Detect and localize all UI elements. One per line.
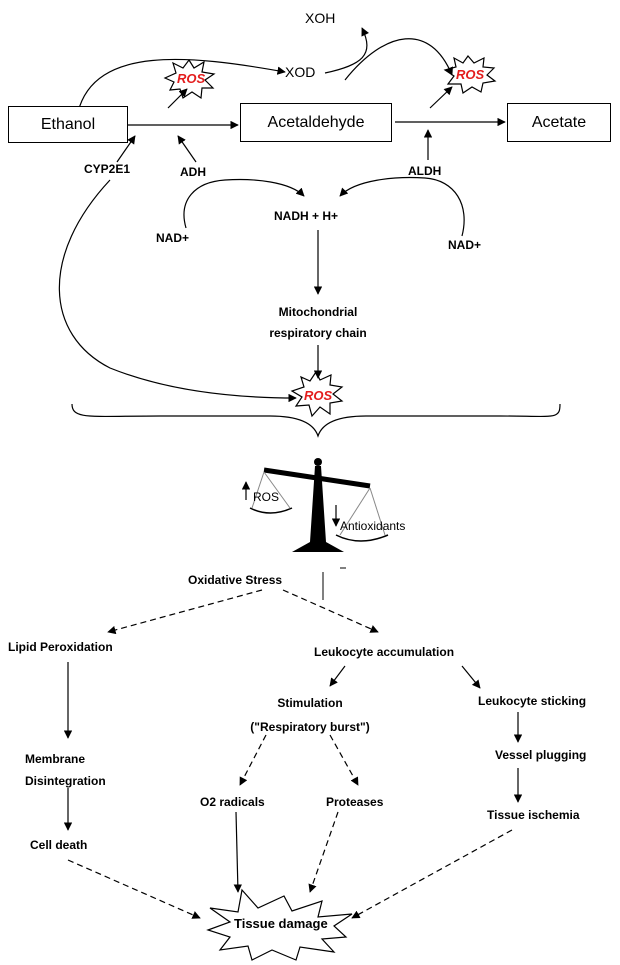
acetate-box: Acetate — [507, 103, 611, 142]
nad-right-label: NAD+ — [448, 238, 482, 252]
arrow-xod-to-xoh — [324, 27, 370, 74]
cyp2e1-label: CYP2E1 — [84, 162, 131, 176]
cell-death-label: Cell death — [30, 838, 88, 852]
ethanol-box: Ethanol — [8, 106, 128, 143]
arrow-stress-to-leukocyte — [282, 589, 379, 633]
tissue-damage-starburst — [206, 888, 353, 961]
stimulation-line2: ("Respiratory burst") — [250, 720, 370, 734]
stimulation-line1: Stimulation — [277, 696, 343, 710]
mito-label: Mitochondrial respiratory chain — [248, 302, 388, 344]
tissue-damage-label: Tissue damage — [234, 916, 328, 931]
arrow-to-ros-left — [167, 88, 188, 109]
acetaldehyde-box: Acetaldehyde — [240, 103, 392, 142]
adh-label: ADH — [180, 165, 206, 179]
arrow-stress-to-lipid — [107, 589, 263, 635]
leukocyte-sticking-label: Leukocyte sticking — [478, 694, 587, 708]
ros-starburst-center — [290, 370, 344, 418]
arrow-cyp2e1-to-ros — [58, 179, 297, 403]
membrane-line1: Membrane — [25, 752, 86, 766]
arrow-stimulation-to-o2 — [239, 734, 267, 786]
arrow-leukocyte-to-sticking — [461, 665, 481, 689]
nadh-label: NADH + H+ — [274, 209, 339, 223]
ros-starburst-left — [163, 58, 216, 100]
arrow-nad-left-to-nadh — [183, 178, 305, 229]
ethanol-label: Ethanol — [40, 115, 96, 133]
membrane-disintegration-label: Membrane Disintegration — [25, 748, 106, 792]
ros-starburst-right — [443, 55, 497, 94]
arrow-nad-right-to-nadh — [339, 176, 465, 237]
arrow-leukocyte-to-stimulation — [329, 665, 346, 687]
acetate-label: Acetate — [531, 113, 587, 131]
arrow-proteases-to-damage — [308, 811, 339, 893]
xod-label: XOD — [285, 64, 316, 80]
arrow-to-ros-right — [429, 86, 453, 109]
stimulation-label: Stimulation ("Respiratory burst") — [230, 691, 390, 739]
mito-label-line1: Mitochondrial — [278, 305, 358, 319]
balance-ros-label: ROS — [253, 490, 280, 504]
ros-label-right: ROS — [456, 67, 485, 82]
curly-brace — [71, 403, 561, 438]
arrow-adh-up — [177, 135, 197, 163]
arrow-celldeath-to-damage — [67, 859, 201, 919]
ros-label-left: ROS — [177, 71, 206, 86]
mito-label-line2: respiratory chain — [269, 326, 367, 340]
oxidative-stress-label: Oxidative Stress — [188, 573, 283, 587]
vessel-plugging-label: Vessel plugging — [495, 748, 587, 762]
ros-label-center: ROS — [304, 388, 333, 403]
arrow-stimulation-to-proteases — [329, 734, 359, 786]
balance-scale-icon — [249, 458, 389, 552]
tissue-ischemia-label: Tissue ischemia — [487, 808, 580, 822]
membrane-line2: Disintegration — [25, 774, 106, 788]
nad-left-label: NAD+ — [156, 231, 190, 245]
arrow-cyp2e1-up — [116, 135, 136, 163]
balance-antioxidants-label: Antioxidants — [340, 519, 406, 533]
arrow-ethanol-to-xod — [77, 58, 286, 113]
o2-radicals-label: O2 radicals — [200, 795, 265, 809]
arrow-o2-to-damage — [233, 811, 243, 893]
aldh-label: ALDH — [408, 164, 442, 178]
xoh-label: XOH — [305, 10, 336, 26]
leukocyte-accumulation-label: Leukocyte accumulation — [314, 645, 455, 659]
arrow-ischemia-to-damage — [351, 829, 513, 919]
acetaldehyde-label: Acetaldehyde — [267, 113, 365, 131]
proteases-label: Proteases — [326, 795, 384, 809]
arrow-xod-to-ros-right — [344, 38, 453, 81]
lipid-peroxidation-label: Lipid Peroxidation — [8, 640, 113, 654]
